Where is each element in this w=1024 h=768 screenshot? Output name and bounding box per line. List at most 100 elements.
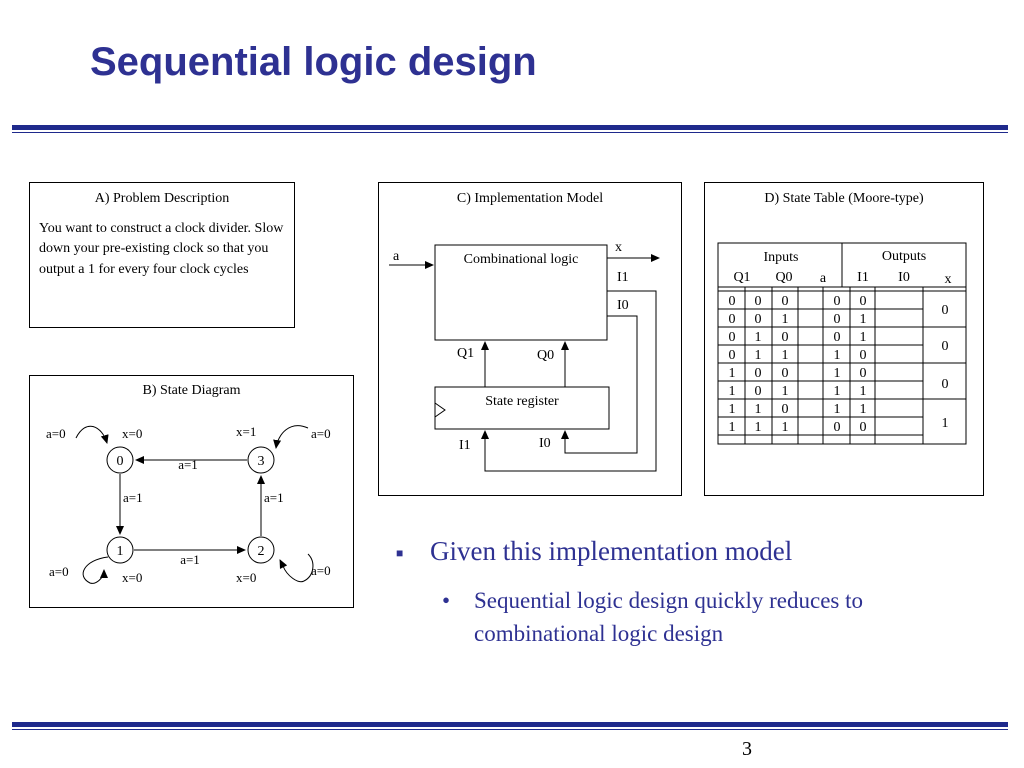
reg-input-i1: I1 <box>459 438 471 453</box>
table-cell: 1 <box>782 312 789 327</box>
table-cell: 1 <box>729 402 736 417</box>
state-register-label: State register <box>485 394 559 409</box>
table-cell: 1 <box>834 402 841 417</box>
combinational-logic-block <box>434 244 608 341</box>
q0-label: Q0 <box>537 348 554 363</box>
bullet-sub-text: Sequential logic design quickly reduces … <box>474 588 863 646</box>
table-cell: 1 <box>755 348 762 363</box>
state-3-circle <box>247 446 275 474</box>
table-cell: 1 <box>860 312 867 327</box>
table-cell: 0 <box>834 294 841 309</box>
col-header-i0: I0 <box>898 270 910 285</box>
state-1-output: x=0 <box>122 570 142 585</box>
x-value-states-2: 0 <box>942 377 949 392</box>
state-diagram-panel: B) State Diagram 0 3 1 2 a=1 a=1 a=1 a=1… <box>29 375 354 608</box>
table-cell: 1 <box>755 420 762 435</box>
table-cell: 0 <box>782 294 789 309</box>
table-cell: 0 <box>782 330 789 345</box>
panel-b-title: B) State Diagram <box>142 383 241 398</box>
inputs-group-header: Inputs <box>764 250 799 265</box>
table-cell: 0 <box>729 294 736 309</box>
table-cell: 0 <box>834 312 841 327</box>
slide-title: Sequential logic design <box>90 40 537 84</box>
table-cell: 1 <box>729 384 736 399</box>
table-cell: 0 <box>755 312 762 327</box>
table-cell: 1 <box>834 366 841 381</box>
table-cell: 1 <box>755 402 762 417</box>
self-loop-1-label: a=0 <box>49 564 69 579</box>
table-cell: 1 <box>834 348 841 363</box>
input-a-label: a <box>393 249 400 264</box>
table-cell: 0 <box>755 384 762 399</box>
dot-bullet-icon: • <box>442 588 451 613</box>
table-cell: 0 <box>860 348 867 363</box>
implementation-diagram: Combinational logic State register a x I… <box>389 240 660 472</box>
table-cell: 0 <box>834 420 841 435</box>
i0-feedback-wire <box>561 315 638 454</box>
state-diagram: 0 3 1 2 a=1 a=1 a=1 a=1 x=0 x=1 x=0 x=0 … <box>46 424 331 585</box>
table-cell: 0 <box>860 366 867 381</box>
table-cell: 0 <box>782 366 789 381</box>
self-loop-2-label: a=0 <box>311 563 331 578</box>
table-cell: 1 <box>729 420 736 435</box>
page-number: 3 <box>742 738 752 760</box>
table-cell: 1 <box>860 402 867 417</box>
table-cell: 0 <box>860 294 867 309</box>
table-cell: 0 <box>782 402 789 417</box>
state-0-output: x=0 <box>122 426 142 441</box>
transition-0-to-1-label: a=1 <box>123 490 143 505</box>
table-cell: 1 <box>834 384 841 399</box>
table-cell: 0 <box>755 294 762 309</box>
state-3-output: x=1 <box>236 424 256 439</box>
col-header-a: a <box>820 271 827 286</box>
panel-a-title: A) Problem Description <box>94 191 230 206</box>
reg-input-i0: I0 <box>539 436 551 451</box>
state-2-output: x=0 <box>236 570 256 585</box>
self-loop-1 <box>82 556 109 584</box>
clock-triangle-icon <box>434 402 446 418</box>
table-cell: 0 <box>755 366 762 381</box>
bottom-divider <box>12 722 1008 730</box>
table-cell: 1 <box>729 366 736 381</box>
self-loop-3-label: a=0 <box>311 426 331 441</box>
self-loop-0-label: a=0 <box>46 426 66 441</box>
panel-d-title: D) State Table (Moore-type) <box>764 191 924 206</box>
i1-feedback-wire <box>481 290 657 472</box>
state-1-label: 1 <box>117 544 124 559</box>
table-cell: 0 <box>729 348 736 363</box>
table-cell: 1 <box>860 330 867 345</box>
transition-1-to-2-label: a=1 <box>180 552 200 567</box>
combinational-logic-label: Combinational logic <box>464 252 579 267</box>
comb-output-i1: I1 <box>617 270 629 285</box>
table-cell: 0 <box>860 420 867 435</box>
state-2-circle <box>247 536 275 564</box>
x-value-states-1: 0 <box>942 339 949 354</box>
x-value-states-0: 0 <box>942 303 949 318</box>
self-loop-2-tail <box>303 553 314 582</box>
table-cell: 1 <box>782 420 789 435</box>
state-register-block <box>434 386 610 430</box>
square-bullet-icon: ■ <box>396 546 404 560</box>
self-loop-3 <box>273 425 309 449</box>
state-1-circle <box>106 536 134 564</box>
table-cell: 1 <box>782 348 789 363</box>
self-loop-2 <box>279 559 305 583</box>
table-cell: 1 <box>755 330 762 345</box>
table-cell: 0 <box>834 330 841 345</box>
q1-label: Q1 <box>457 346 474 361</box>
table-cell: 0 <box>729 312 736 327</box>
col-header-q1: Q1 <box>733 270 750 285</box>
transition-2-to-3-label: a=1 <box>264 490 284 505</box>
output-x-label: x <box>615 240 622 255</box>
self-loop-0 <box>75 425 109 444</box>
transition-3-to-0-label: a=1 <box>178 457 198 472</box>
state-0-circle <box>106 446 134 474</box>
state-2-label: 2 <box>258 544 265 559</box>
panel-c-title: C) Implementation Model <box>456 191 604 206</box>
table-cell: 1 <box>782 384 789 399</box>
x-value-states-3: 1 <box>942 416 949 431</box>
table-cell: 1 <box>860 384 867 399</box>
bullet-main-text: Given this implementation model <box>430 536 793 566</box>
problem-description-panel: A) Problem Description You want to const… <box>29 182 295 328</box>
